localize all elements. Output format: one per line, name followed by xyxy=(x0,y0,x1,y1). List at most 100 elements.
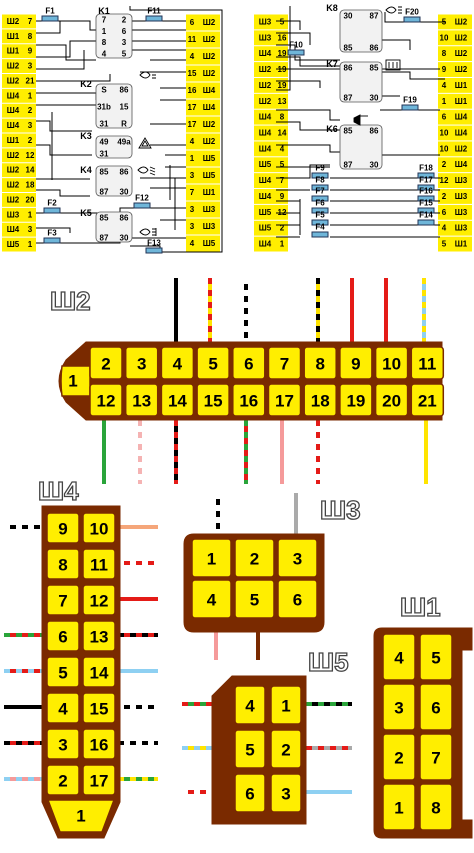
connector-sh2-pin-label: 16 xyxy=(239,392,258,411)
relay-symbols xyxy=(137,6,402,236)
fuse-body xyxy=(311,184,329,191)
fuse-label: F9 xyxy=(315,164,325,173)
connector-sh2-pin-label: 12 xyxy=(97,392,116,411)
strip-cell-bg xyxy=(186,150,208,167)
connector-sh2-cell xyxy=(89,346,123,380)
relay-pin-label: 30 xyxy=(120,234,129,243)
fuse-f16: F16 xyxy=(417,187,435,202)
relay-pin-label: 85 xyxy=(100,168,109,177)
relay-pin-label: 30 xyxy=(370,161,379,170)
strip-connector-label: Ш3 xyxy=(7,210,20,219)
strip-cell-bg xyxy=(186,48,208,65)
connector-sh5-cell xyxy=(234,685,266,725)
connector-sh4-pin-label: 8 xyxy=(58,556,67,575)
strip-pin-bg xyxy=(276,14,288,30)
strip-pin-number: 4 xyxy=(280,144,285,153)
strip-pin-number: 19 xyxy=(278,81,287,90)
fuse-body xyxy=(43,237,61,244)
connector-sh4-cell xyxy=(46,764,80,796)
strip-pin-bg xyxy=(24,193,36,207)
connector-sh2-pin-label: 18 xyxy=(311,392,330,411)
strip-cell-bg xyxy=(254,220,276,236)
strip-connector-label: Ш2 xyxy=(259,81,272,90)
strip-pin-bg xyxy=(208,116,220,133)
fuse-label: F15 xyxy=(419,199,433,208)
fuse-label: F14 xyxy=(419,211,433,220)
fuse-label: F8 xyxy=(315,176,325,185)
connector-sh4-title: Ш4 xyxy=(38,476,79,506)
fuse-label: F11 xyxy=(147,7,161,16)
connector-sh2-pin-label: 4 xyxy=(173,355,183,374)
strip-cell-bg xyxy=(2,207,24,222)
connector-sh4-pin-label: 4 xyxy=(58,700,68,719)
relay-k4-box xyxy=(95,165,133,197)
strip-pin-number: 6 xyxy=(442,113,447,122)
strip-connector-label: Ш4 xyxy=(455,160,468,169)
strip-connector-label: Ш4 xyxy=(455,129,468,138)
connector-sh3-cell xyxy=(191,579,232,619)
strip-connector-label: Ш2 xyxy=(455,17,468,26)
strip-connector-label: Ш3 xyxy=(259,17,272,26)
connector-sh4-cell xyxy=(82,728,116,760)
connector-sh1-cell xyxy=(419,783,453,831)
strip-pin-number: 1 xyxy=(28,91,33,100)
strip-pin-number: 3 xyxy=(28,121,33,130)
strip-pin-bg xyxy=(208,133,220,150)
fuse-f2: F2 xyxy=(43,199,61,214)
strip-pin-number: 6 xyxy=(190,18,195,27)
relay-pin-label: 87 xyxy=(100,188,109,197)
strip-connector-label: Ш4 xyxy=(7,121,20,130)
strip-cell-bg xyxy=(254,157,276,173)
strip-pin-number: 5 xyxy=(442,240,447,249)
strip-cell-bg xyxy=(2,29,24,44)
strip-pin-bg xyxy=(276,204,288,220)
strip-pin-number: 3 xyxy=(28,62,33,71)
fuse-body xyxy=(417,184,435,191)
relay-pin-label: 30 xyxy=(120,188,129,197)
strip-connector-label: Ш4 xyxy=(7,106,20,115)
strip-connector-label: Ш3 xyxy=(455,208,468,217)
connector-sh4-bottom-cell xyxy=(46,799,116,833)
relay-k3-label: K3 xyxy=(80,131,92,141)
fuse-label: F1 xyxy=(45,7,55,16)
relay-pin-label: 8 xyxy=(102,38,107,47)
strip-pin-number: 5 xyxy=(280,17,285,26)
strip-connector-label: Ш4 xyxy=(259,192,272,201)
connector-sh4-cell xyxy=(82,764,116,796)
strip-cell-bg xyxy=(186,218,208,235)
strip-connector-label: Ш4 xyxy=(7,91,20,100)
strip-connector-label: Ш1 xyxy=(7,47,20,56)
relay-pin-label: 4 xyxy=(102,50,107,59)
strip-pin-number: 1 xyxy=(28,240,33,249)
connector-sh4-pin-label: 10 xyxy=(90,520,109,539)
fuse-f3: F3 xyxy=(43,229,61,244)
connector-sh5-pin-label: 1 xyxy=(281,697,290,716)
relay-pin-label: R xyxy=(121,120,127,129)
strip-pin-number: 6 xyxy=(442,208,447,217)
strip-connector-label: Ш2 xyxy=(203,120,216,129)
strip-pin-bg xyxy=(24,14,36,29)
strip-pin-bg xyxy=(460,93,472,109)
fuse-body xyxy=(145,15,163,22)
strip-pin-bg xyxy=(24,29,36,44)
relay-pin-label: 2 xyxy=(122,16,127,25)
strip-cell-bg xyxy=(186,65,208,82)
strip-pin-bg xyxy=(208,167,220,184)
connector-sh4-cell xyxy=(46,656,80,688)
connector-sh3-pin-label: 4 xyxy=(207,591,217,610)
fuse-label: F17 xyxy=(419,176,433,185)
connector-sh4-cell xyxy=(46,512,80,544)
relay-k7-label: K7 xyxy=(326,59,338,69)
strip-pin-number: 2 xyxy=(442,160,447,169)
strip-pin-bg xyxy=(24,103,36,118)
